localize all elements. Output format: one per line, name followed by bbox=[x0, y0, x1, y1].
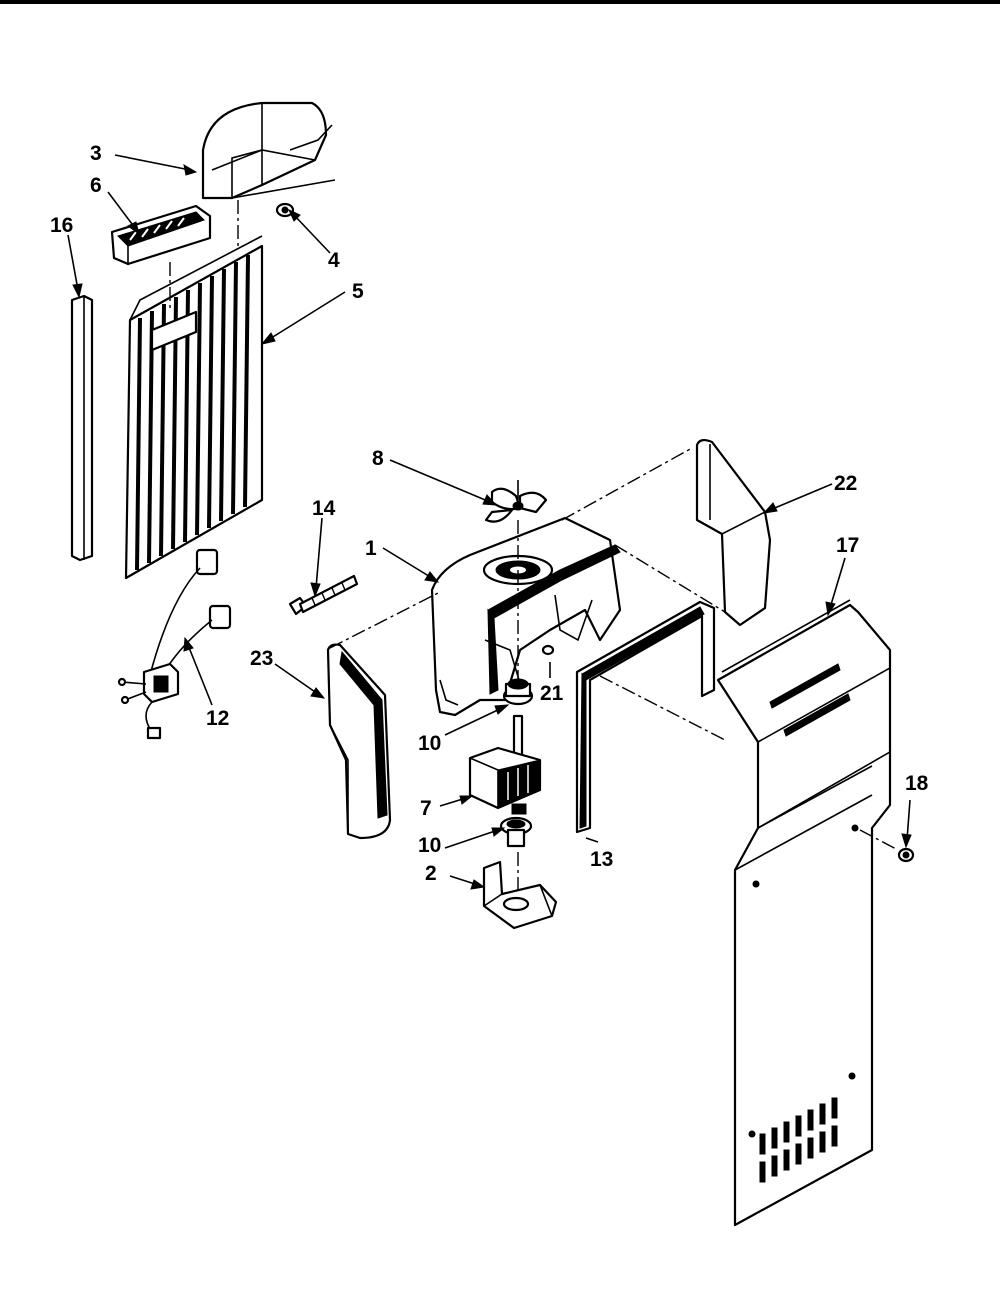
callout-21: 21 bbox=[540, 682, 564, 705]
callout-14: 14 bbox=[312, 497, 336, 520]
callout-3: 3 bbox=[90, 142, 102, 165]
callout-2: 2 bbox=[425, 862, 437, 885]
part-22-side-shroud bbox=[695, 438, 772, 627]
callout-4: 4 bbox=[328, 249, 340, 272]
part-23-side-shroud bbox=[326, 643, 392, 840]
part-14-bolt bbox=[288, 574, 359, 616]
callout-10-lower: 10 bbox=[418, 834, 441, 857]
callout-13: 13 bbox=[590, 848, 613, 871]
callout-7: 7 bbox=[420, 797, 432, 820]
callout-12: 12 bbox=[206, 707, 229, 730]
part-10-grommet-lower bbox=[499, 816, 533, 848]
part-1-fan-shroud bbox=[430, 516, 622, 717]
callout-22: 22 bbox=[834, 472, 857, 495]
callout-1: 1 bbox=[365, 537, 377, 560]
part-7-fan-motor bbox=[468, 714, 542, 815]
callout-8: 8 bbox=[372, 447, 384, 470]
callout-6: 6 bbox=[90, 174, 102, 197]
part-17-evaporator-panel bbox=[716, 599, 892, 1227]
callout-16: 16 bbox=[50, 214, 73, 237]
callout-17: 17 bbox=[836, 534, 859, 557]
part-5-evaporator-cover bbox=[124, 235, 264, 580]
callout-5: 5 bbox=[352, 280, 364, 303]
part-10-grommet-upper bbox=[502, 678, 534, 706]
top-border-rule bbox=[0, 0, 1000, 4]
part-2-motor-bracket bbox=[482, 860, 558, 930]
part-12-wiring-harness bbox=[117, 548, 232, 740]
part-6-grille bbox=[110, 204, 212, 266]
part-18-screw bbox=[897, 847, 915, 863]
part-3-duct-elbow bbox=[201, 101, 336, 200]
callout-labels: 3 6 16 4 5 8 14 1 22 17 23 12 21 10 7 13… bbox=[50, 142, 929, 885]
assembly-lines bbox=[169, 200, 899, 895]
part-8-fan-blade bbox=[484, 480, 548, 523]
callout-18: 18 bbox=[905, 772, 929, 795]
callout-23: 23 bbox=[250, 647, 273, 670]
part-13-gasket-channel bbox=[575, 600, 716, 834]
part-16-foam-strip bbox=[70, 294, 94, 562]
callout-10-upper: 10 bbox=[418, 732, 441, 755]
part-4-screw bbox=[275, 202, 295, 218]
leader-lines bbox=[67, 154, 912, 890]
